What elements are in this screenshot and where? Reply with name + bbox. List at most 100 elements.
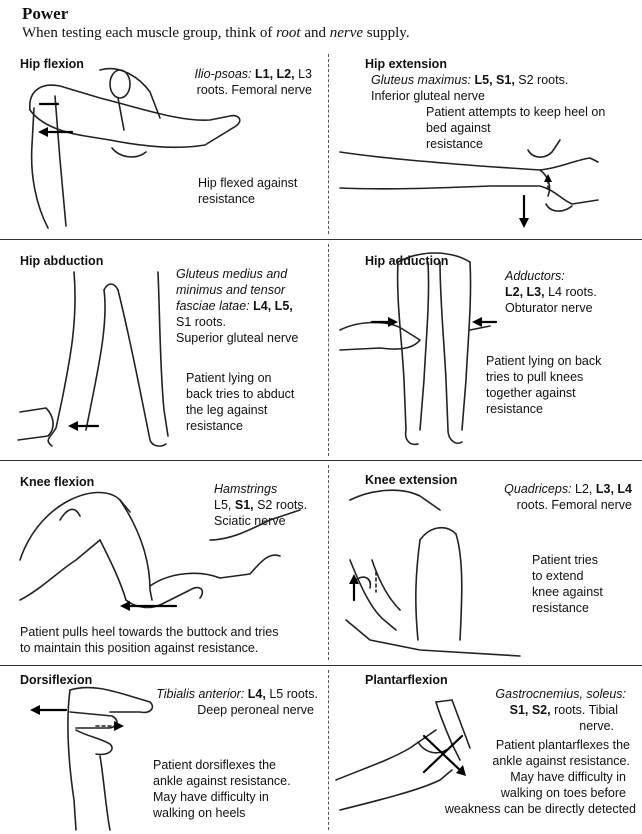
resistance-arrow-icon (349, 574, 359, 584)
plantarflexion-roots: S1, S2, roots. Tibial (440, 702, 618, 718)
knee-extension-muscle: Quadriceps: L2, L3, L4 (460, 481, 632, 497)
knee-flexion-title: Knee flexion (20, 475, 95, 489)
knee-flexion-nerve: Sciatic nerve (214, 514, 286, 528)
subtitle-pre: When testing each muscle group, think of (22, 25, 277, 41)
plantarflexion-title: Plantarflexion (365, 673, 448, 687)
knee-extension-note-3: knee against (532, 585, 603, 599)
row-divider-1 (0, 239, 642, 240)
plantarflexion-muscle: Gastrocnemius, soleus: (495, 687, 626, 701)
dorsiflexion-note-4: walking on heels (153, 806, 246, 820)
hip-extension-muscle: Gluteus maximus: L5, S1, S2 roots. (371, 72, 568, 88)
plantarflexion-roots-bold: S1, S2, (509, 703, 551, 717)
hip-extension-note-2: bed against (426, 121, 491, 135)
dorsiflexion-roots-rest: L5 roots. (265, 687, 318, 701)
plantarflexion-note-4: walking on toes before (500, 786, 626, 800)
dorsiflexion-note-2: ankle against resistance. (153, 774, 291, 788)
hip-abduction-title: Hip abduction (20, 254, 104, 268)
hip-flexion-roots-rest: L3 (294, 67, 312, 81)
hip-flexion-roots-bold: L1, L2, (251, 67, 295, 81)
hip-abduction-muscle-3-name: fasciae latae: (176, 299, 250, 313)
column-divider-3 (328, 465, 329, 660)
column-divider-2 (328, 244, 329, 456)
hip-extension-muscle-name: Gluteus maximus: (371, 73, 472, 87)
hip-flexion-muscle: Ilio-psoas: L1, L2, L3 (150, 66, 312, 82)
knee-flexion-muscle: Hamstrings (214, 482, 278, 496)
page-subtitle: When testing each muscle group, think of… (22, 25, 410, 42)
plantarflexion-note-5: weakness can be directly detected (444, 802, 636, 816)
resistance-arrow-icon (388, 317, 398, 327)
plantarflexion-nerve: nerve. (579, 719, 614, 733)
knee-flexion-roots-rest: S2 roots. (253, 498, 308, 512)
hip-extension-roots-rest: S2 roots. (514, 73, 569, 87)
hip-extension-nerve: Inferior gluteal nerve (371, 89, 485, 103)
hip-adduction-note-3: together against (486, 386, 576, 400)
hip-adduction-nerve: Obturator nerve (505, 301, 593, 315)
knee-extension-muscle-name: Quadriceps: (504, 482, 572, 496)
hip-abduction-muscle-2: minimus and tensor (176, 283, 286, 297)
dorsiflexion-roots-bold: L4, (244, 687, 266, 701)
hip-abduction-note-1: Patient lying on (186, 371, 272, 385)
plantarflexion-note-1: Patient plantarflexes the (495, 738, 630, 752)
hip-adduction-roots-rest: L4 roots. (544, 285, 597, 299)
hip-adduction-muscle: Adductors: (505, 269, 565, 283)
plantarflexion-note-2: ankle against resistance. (492, 754, 630, 768)
knee-flexion-roots: L5, S1, S2 roots. (214, 497, 307, 513)
page-title: Power (22, 4, 69, 23)
hip-flexion-note-1: Hip flexed against (198, 176, 298, 190)
hip-extension-note-1: Patient attempts to keep heel on (426, 105, 606, 119)
hip-extension-roots-bold: L5, S1, (471, 73, 515, 87)
column-divider-4 (328, 670, 329, 830)
hip-adduction-note-1: Patient lying on back (486, 354, 602, 368)
hip-abduction-roots: S1 roots. (176, 315, 227, 329)
resistance-arrow-icon (120, 601, 130, 611)
subtitle-post: supply. (363, 25, 410, 41)
hip-abduction-muscle-1: Gluteus medius and (176, 267, 288, 281)
dorsiflexion-note-1: Patient dorsiflexes the (153, 758, 276, 772)
dorsiflexion-muscle: Tibialis anterior: L4, L5 roots. (120, 686, 318, 702)
hip-extension-title: Hip extension (365, 57, 447, 71)
dorsiflexion-note-3: May have difficulty in (153, 790, 269, 804)
dorsiflexion-nerve: Deep peroneal nerve (197, 703, 314, 717)
hip-abduction-note-4: resistance (186, 419, 243, 433)
knee-flexion-note-1: Patient pulls heel towards the buttock a… (20, 625, 279, 639)
knee-extension-note-2: to extend (532, 569, 584, 583)
hip-abduction-muscle-3: fasciae latae: L4, L5, (176, 298, 293, 314)
row-divider-3 (0, 665, 642, 666)
knee-extension-nerve: roots. Femoral nerve (516, 498, 632, 512)
knee-flexion-roots-pre: L5, (214, 498, 235, 512)
hip-adduction-roots: L2, L3, L4 roots. (505, 284, 597, 300)
hip-abduction-roots-bold: L4, L5, (249, 299, 293, 313)
row-divider-2 (0, 460, 642, 461)
knee-extension-roots-bold: L3, L4 (595, 482, 632, 496)
dorsiflexion-title: Dorsiflexion (20, 673, 93, 687)
hip-flexion-note-2: resistance (198, 192, 255, 206)
knee-flexion-roots-bold: S1, (234, 498, 254, 512)
resistance-arrow-icon (519, 218, 529, 228)
knee-flexion-note-2: to maintain this position against resist… (20, 641, 259, 655)
subtitle-mid: and (300, 25, 330, 41)
knee-extension-note-1: Patient tries (532, 553, 599, 567)
plantarflexion-note-3: May have difficulty in (510, 770, 626, 784)
plantarflexion-roots-rest: roots. Tibial (550, 703, 618, 717)
resistance-arrow-icon (30, 705, 40, 715)
subtitle-root: root (276, 25, 301, 41)
knee-extension-roots-pre: L2, (571, 482, 596, 496)
resistance-arrow-icon (68, 421, 78, 431)
hip-abduction-nerve: Superior gluteal nerve (176, 331, 299, 345)
hip-abduction-note-3: the leg against (186, 403, 268, 417)
knee-extension-note-4: resistance (532, 601, 589, 615)
hip-extension-note-3: resistance (426, 137, 483, 151)
dorsiflexion-muscle-name: Tibialis anterior: (156, 687, 245, 701)
column-divider-1 (328, 54, 329, 234)
hip-flexion-nerve: roots. Femoral nerve (196, 83, 312, 97)
hip-abduction-note-2: back tries to abduct (186, 387, 295, 401)
resistance-arrow-icon (422, 734, 464, 774)
